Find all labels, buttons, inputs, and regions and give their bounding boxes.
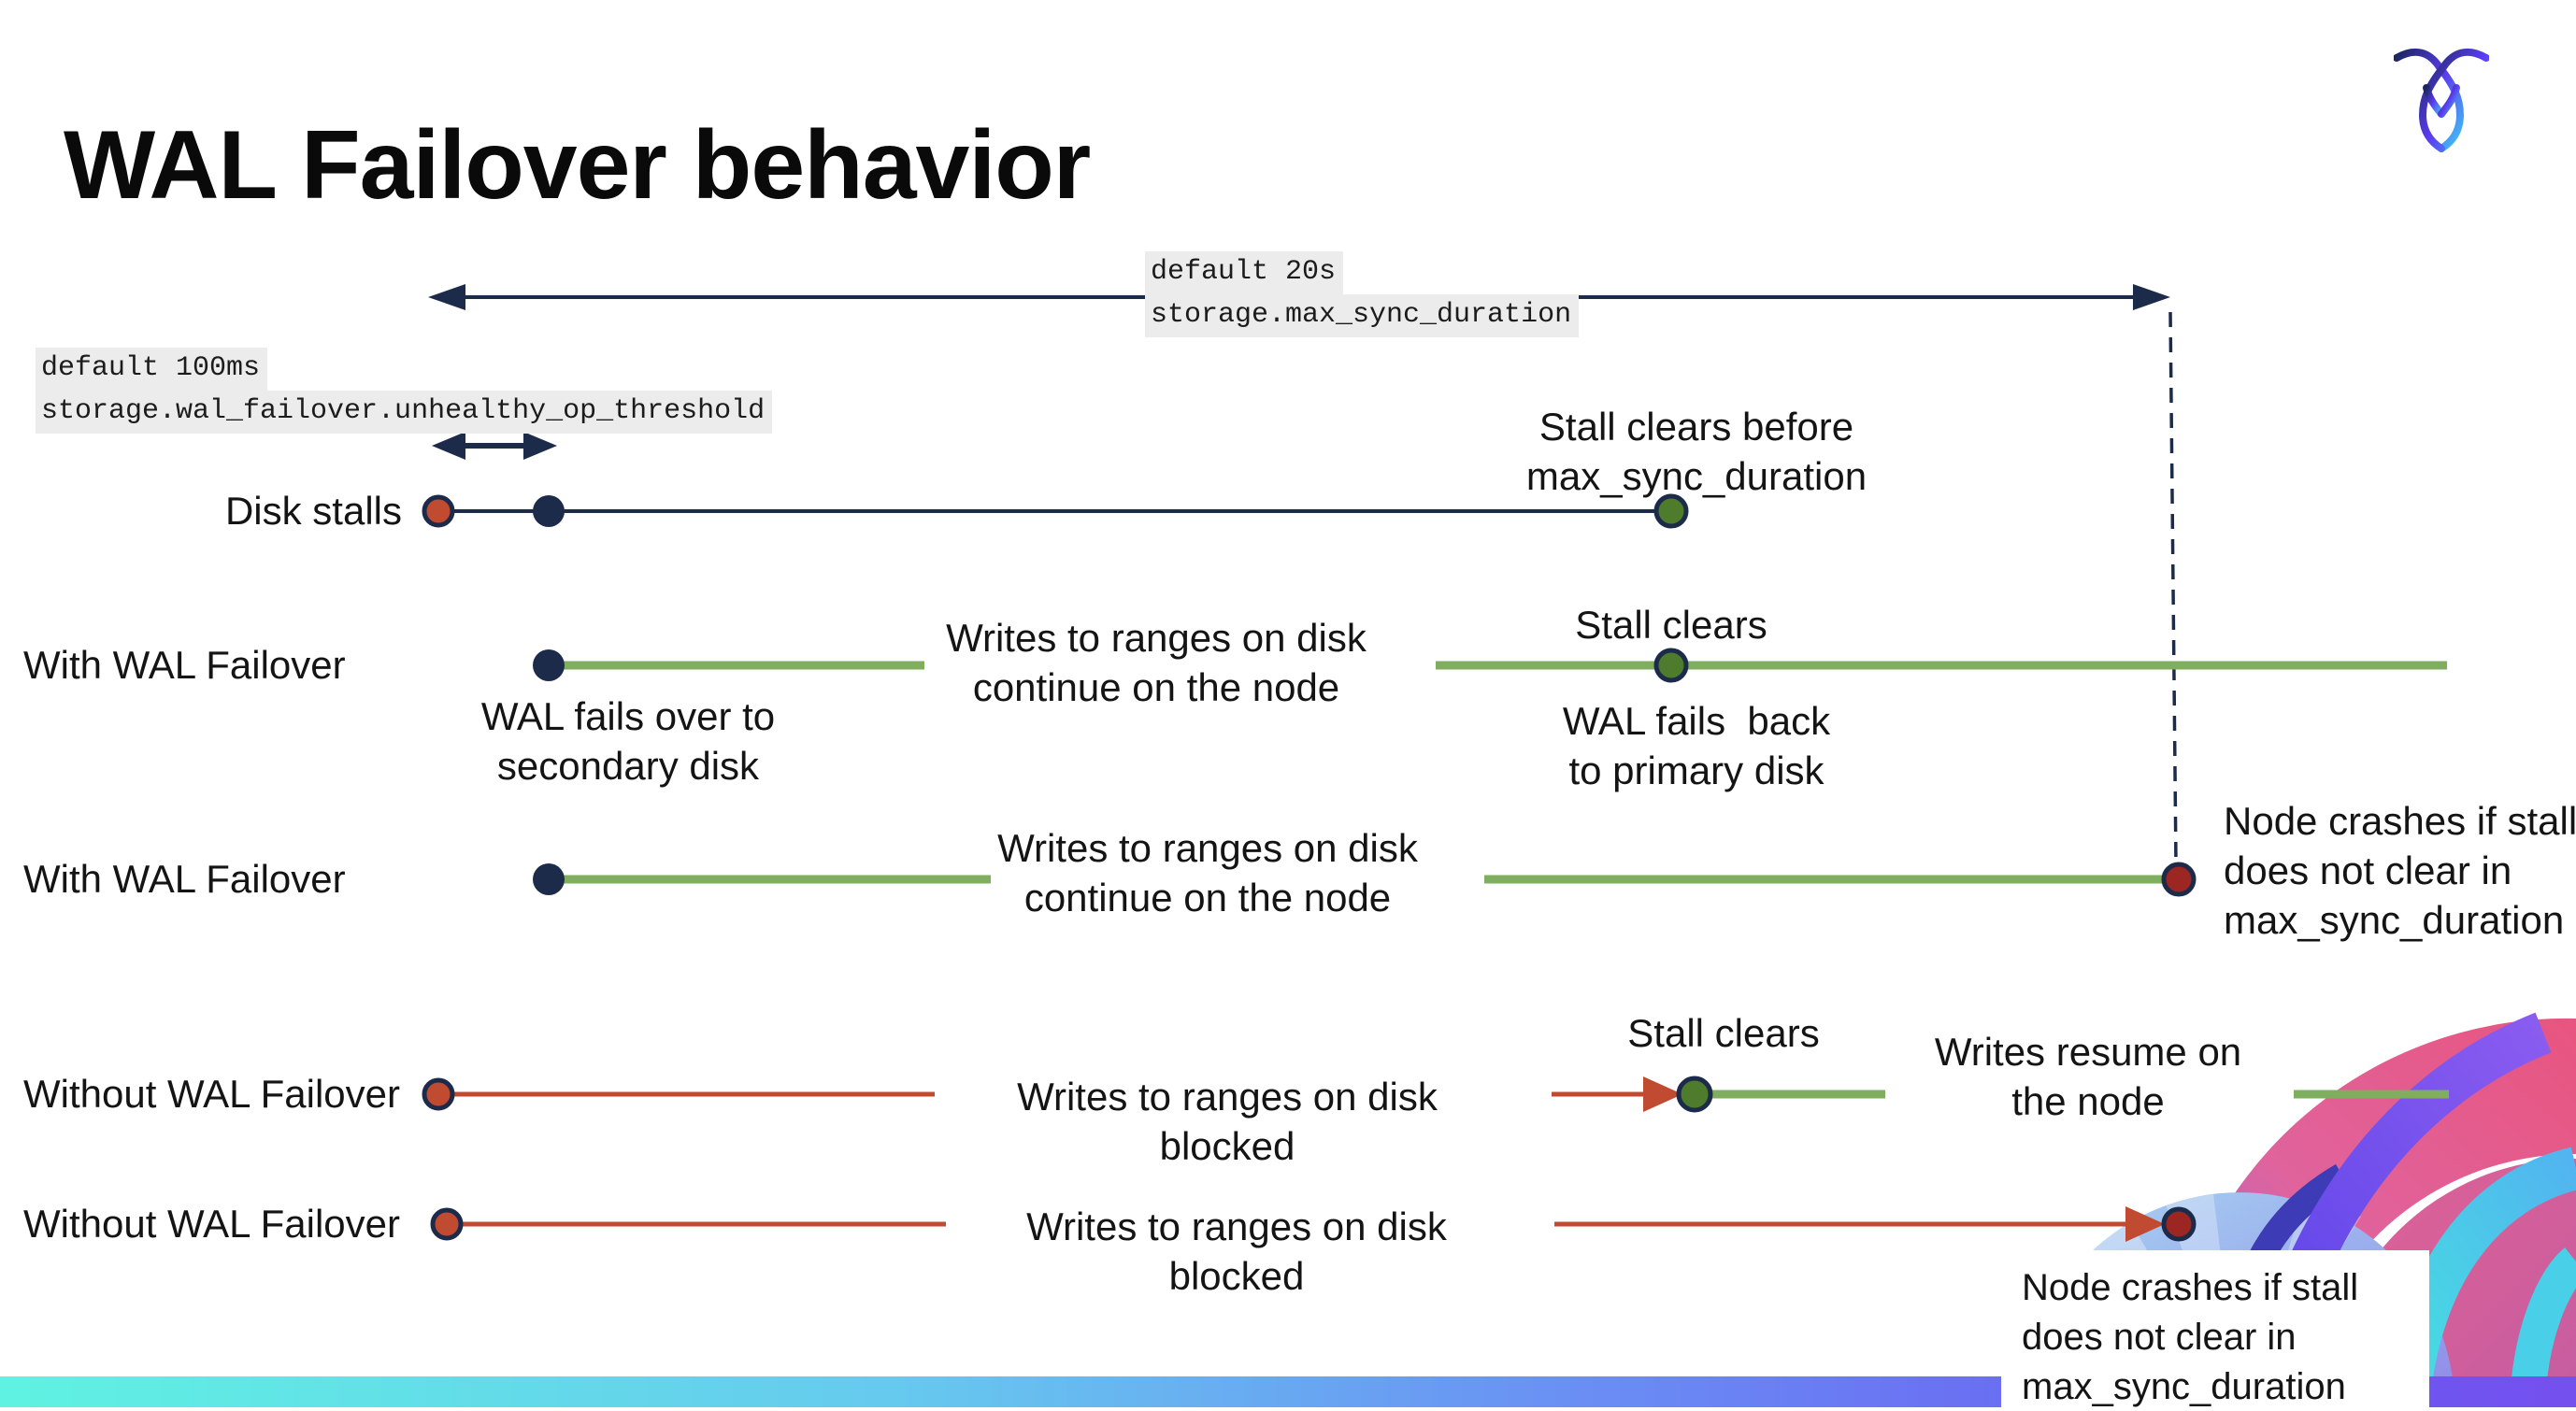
event-wal-fails-over: WAL fails over to secondary disk — [480, 694, 776, 788]
timeline-with-wal-1 — [533, 648, 2447, 683]
row-label-disk-stalls: Disk stalls — [224, 489, 402, 533]
event-writes-blocked-2: Writes to ranges on disk blocked — [1026, 1204, 1469, 1298]
timeline-disk-stalls — [422, 493, 1689, 529]
event-stall-clears-before: Stall clears before max_sync_duration — [1525, 405, 1868, 498]
event-node-crashes-without-wal: Node crashes if stall does not clear in … — [2022, 1267, 2359, 1407]
stall-clears-dot — [1653, 648, 1689, 683]
node-crash-dot — [2161, 862, 2197, 897]
page-title: WAL Failover behavior — [64, 110, 1091, 220]
unhealthy-op-threshold-arrow — [432, 432, 557, 460]
threshold-annotation: default 100ms storage.wal_failover.unhea… — [36, 348, 773, 434]
row-label-without-wal-2: Without WAL Failover — [23, 1202, 400, 1246]
stall-start-dot — [422, 494, 455, 528]
timeline-with-wal-2 — [533, 862, 2197, 897]
threshold-dot — [533, 495, 565, 527]
max-sync-deadline-dashed-line — [2168, 311, 2178, 864]
row-label-with-wal-2: With WAL Failover — [23, 857, 346, 901]
stall-clears-dot — [1653, 493, 1689, 529]
cockroachdb-logo-icon — [2394, 48, 2489, 152]
event-writes-continue-2: Writes to ranges on disk continue on the… — [997, 826, 1418, 919]
event-writes-blocked-1: Writes to ranges on disk blocked — [1017, 1075, 1460, 1168]
row-label-with-wal-1: With WAL Failover — [23, 643, 346, 687]
event-stall-clears-without-wal: Stall clears — [1627, 1011, 1820, 1055]
event-stall-clears-with-wal: Stall clears — [1575, 603, 1767, 647]
event-wal-fails-back: WAL fails back to primary disk — [1562, 699, 1831, 792]
max-sync-setting-name: storage.max_sync_duration — [1145, 294, 1580, 337]
stall-start-dot — [422, 1077, 455, 1111]
failover-dot — [533, 863, 565, 895]
red-arrowhead — [1643, 1076, 1682, 1112]
event-node-crashes-with-wal: Node crashes if stall does not clear in … — [2224, 799, 2576, 942]
stall-start-dot — [430, 1207, 464, 1241]
threshold-setting-name: storage.wal_failover.unhealthy_op_thresh… — [36, 391, 773, 434]
threshold-default-value: default 100ms — [36, 348, 268, 391]
timeline-without-wal-2 — [430, 1206, 2197, 1242]
max-sync-annotation: default 20s storage.max_sync_duration — [1145, 251, 1580, 337]
node-crash-note-box: Node crashes if stall does not clear in … — [2001, 1250, 2429, 1407]
timeline-without-wal-1 — [422, 1076, 2449, 1113]
max-sync-default-value: default 20s — [1145, 251, 1344, 294]
failover-dot — [533, 649, 565, 681]
event-writes-continue-1: Writes to ranges on disk continue on the… — [946, 616, 1367, 709]
red-arrowhead — [2125, 1206, 2165, 1242]
event-writes-resume: Writes resume on the node — [1934, 1030, 2242, 1123]
node-crash-dot — [2161, 1206, 2197, 1242]
stall-clears-dot — [1676, 1076, 1713, 1113]
row-label-without-wal-1: Without WAL Failover — [23, 1072, 400, 1116]
